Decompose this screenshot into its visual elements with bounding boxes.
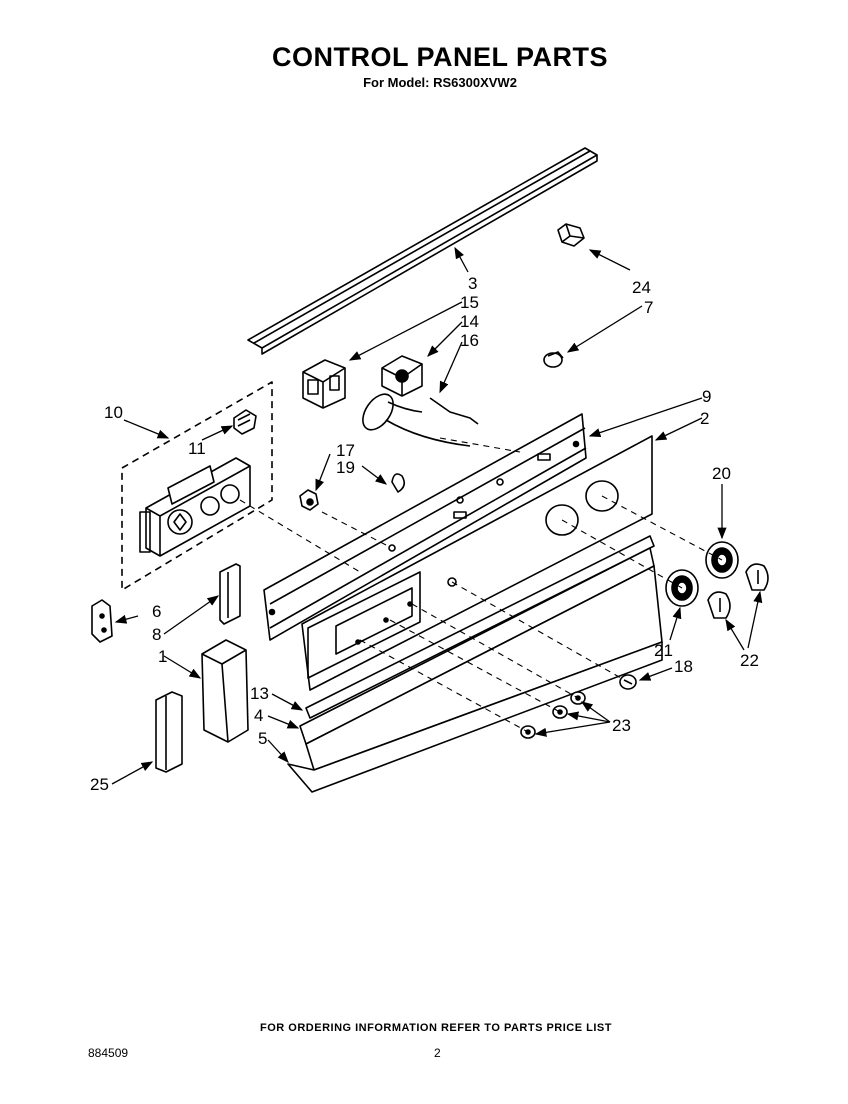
part-clip-24 [557,223,585,247]
leader-lines [111,246,763,785]
part-bracket-6 [91,599,113,643]
alignment-lines [239,437,723,733]
callout-25: 25 [90,775,109,794]
part-end-piece-25 [155,691,183,773]
part-inner-frame-9 [263,413,587,641]
callout-22: 22 [740,651,759,670]
part-top-trim-strip [247,147,598,355]
page-number: 2 [434,1046,441,1060]
callout-16: 16 [460,331,479,350]
callout-15: 15 [460,293,479,312]
part-switch-block-14 [381,355,423,397]
part-bushing-7 [543,351,564,368]
callout-7: 7 [644,298,653,317]
part-clip-17 [299,489,319,511]
part-display-window [307,571,421,679]
callout-labels: 3 15 14 16 24 7 9 2 10 11 17 19 20 6 8 2… [90,274,759,794]
callout-4: 4 [254,706,263,725]
part-switch-block-15 [302,359,346,409]
callout-14: 14 [460,312,479,331]
part-clip-19 [391,473,406,493]
callout-2: 2 [700,409,709,428]
part-side-bracket-1 [201,639,249,743]
part-knob-22a [745,563,769,591]
callout-10: 10 [104,403,123,422]
part-trim-strip-13 [305,535,655,719]
part-nut-23b [552,705,568,719]
callout-19: 19 [336,458,355,477]
callout-24: 24 [632,278,651,297]
part-wire-harness-16 [362,393,479,447]
callout-21: 21 [654,641,673,660]
callout-5: 5 [258,729,267,748]
callout-9: 9 [702,387,711,406]
callout-1: 1 [158,647,167,666]
part-base-strip-5 [287,641,663,793]
callout-18: 18 [674,657,693,676]
callout-23: 23 [612,716,631,735]
page-title: CONTROL PANEL PARTS [271,42,609,72]
callout-20: 20 [712,464,731,483]
callout-3: 3 [468,274,477,293]
callout-13: 13 [250,684,269,703]
callout-11: 11 [188,439,206,458]
part-knob-22b [707,591,731,619]
ordering-note: FOR ORDERING INFORMATION REFER TO PARTS … [260,1022,612,1034]
part-bracket-8 [219,563,241,625]
callout-8: 8 [152,625,161,644]
model-subtitle: For Model: RS6300XVW2 [363,75,517,90]
callout-17: 17 [336,441,355,460]
part-control-assembly-10 [121,381,273,591]
document-number: 884509 [88,1046,129,1060]
callout-6: 6 [152,602,161,621]
